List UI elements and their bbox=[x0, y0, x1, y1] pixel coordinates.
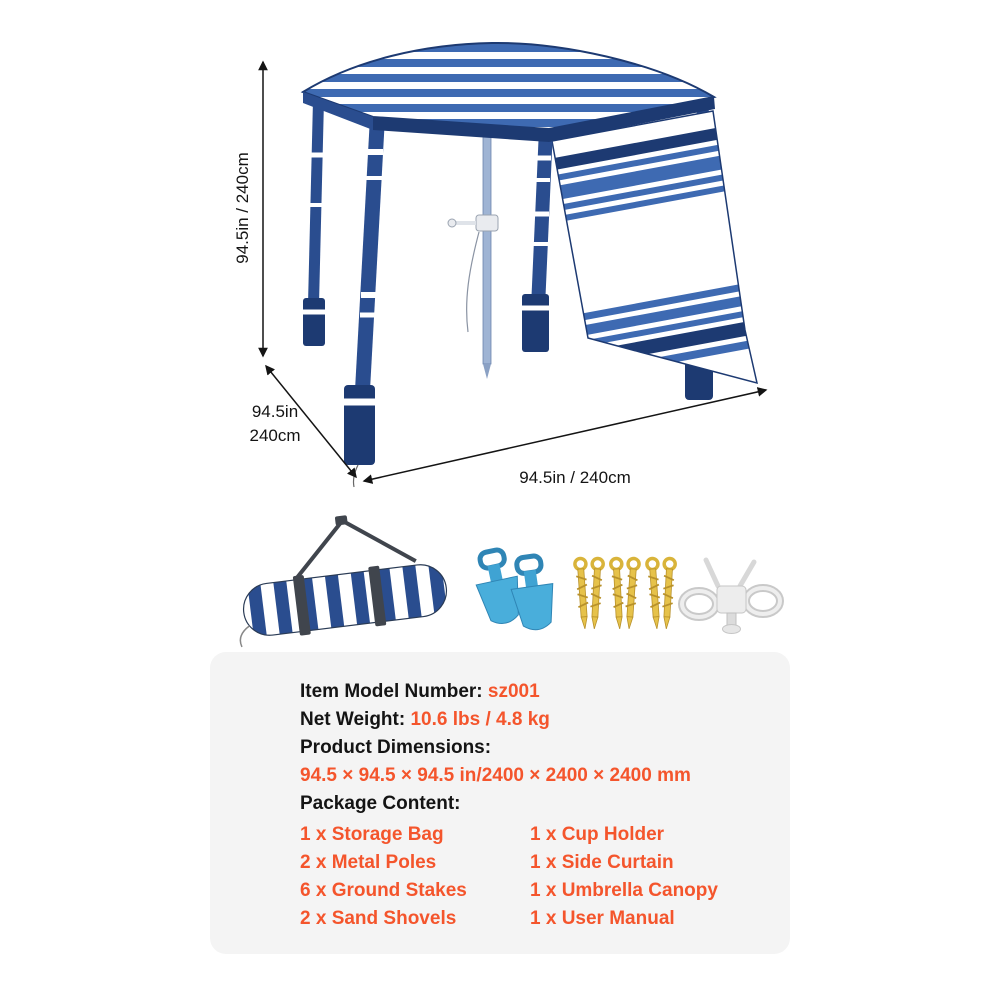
width-arrow bbox=[362, 387, 768, 484]
storage-bag bbox=[239, 515, 450, 648]
depth-arrow bbox=[265, 364, 357, 479]
net-weight-label: Net Weight: bbox=[300, 709, 411, 730]
ground-stake-icon bbox=[573, 556, 589, 629]
ground-stake-icon bbox=[645, 556, 661, 629]
package-item: 1 x Umbrella Canopy bbox=[530, 880, 718, 901]
package-item: 1 x Cup Holder bbox=[530, 824, 665, 845]
net-weight-line: Net Weight: 10.6 lbs / 4.8 kg bbox=[300, 706, 790, 734]
side-curtain bbox=[551, 110, 759, 385]
ground-stake-icon bbox=[609, 556, 624, 630]
product-dimensions-label: Product Dimensions: bbox=[300, 737, 492, 758]
canopy-illustration bbox=[300, 41, 759, 488]
sand-shovel-icon bbox=[510, 553, 554, 631]
ground-stake-icon bbox=[625, 556, 641, 629]
package-item: 2 x Sand Shovels bbox=[300, 908, 457, 929]
height-dimension-label: 94.5in / 240cm bbox=[233, 152, 252, 264]
net-weight-value: 10.6 lbs / 4.8 kg bbox=[410, 709, 550, 730]
spec-text: Item Model Number: sz001 Net Weight: 10.… bbox=[210, 652, 790, 933]
package-item: 6 x Ground Stakes bbox=[300, 880, 467, 901]
depth-dimension-label: 94.5in 240cm bbox=[223, 400, 327, 448]
canopy-roof bbox=[300, 41, 717, 142]
package-item: 2 x Metal Poles bbox=[300, 852, 437, 873]
width-dimension-label: 94.5in / 240cm bbox=[519, 468, 631, 487]
ground-stake-icon bbox=[590, 556, 605, 630]
sand-shovels bbox=[475, 547, 554, 631]
center-pole bbox=[447, 119, 499, 379]
product-dimensions-value: 94.5 × 94.5 × 94.5 in/2400 × 2400 × 2400… bbox=[300, 765, 691, 786]
ground-stake-icon bbox=[662, 556, 677, 630]
package-item: 1 x User Manual bbox=[530, 908, 675, 929]
canopy-leg-back-left bbox=[303, 100, 325, 346]
model-number-label: Item Model Number: bbox=[300, 681, 488, 702]
package-item: 1 x Storage Bag bbox=[300, 824, 444, 845]
package-content-label: Package Content: bbox=[300, 793, 461, 814]
canopy-leg-front-left bbox=[344, 117, 385, 488]
cup-holder bbox=[678, 557, 784, 634]
model-number-line: Item Model Number: sz001 bbox=[300, 678, 790, 706]
canopy-leg-front-right bbox=[522, 129, 553, 352]
package-item: 1 x Side Curtain bbox=[530, 852, 674, 873]
depth-dimension-inches: 94.5in bbox=[251, 402, 299, 421]
spec-panel: Item Model Number: sz001 Net Weight: 10.… bbox=[210, 652, 790, 954]
depth-dimension-cm: 240cm bbox=[249, 426, 301, 445]
package-content-list: 1 x Storage Bag 2 x Metal Poles 6 x Grou… bbox=[300, 821, 790, 933]
ground-stakes bbox=[573, 556, 677, 630]
sand-shovel-icon bbox=[475, 547, 519, 625]
dimension-arrows bbox=[258, 60, 768, 484]
model-number-value: sz001 bbox=[487, 681, 540, 702]
